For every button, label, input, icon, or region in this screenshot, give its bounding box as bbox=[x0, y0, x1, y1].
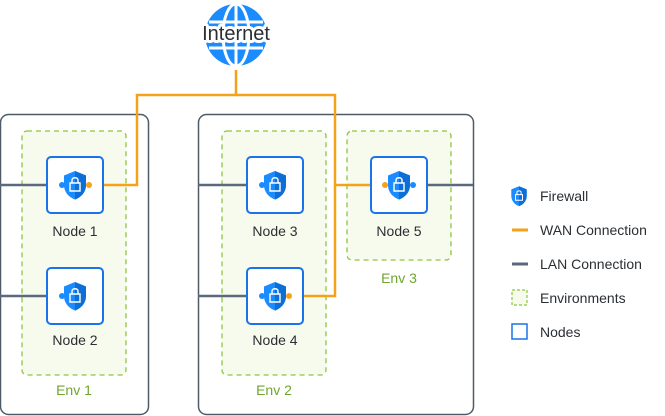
svg-text:WAN Connection: WAN Connection bbox=[540, 222, 647, 238]
node-label: Node 4 bbox=[252, 332, 297, 348]
legend: Firewall WAN Connection LAN Connection E… bbox=[510, 185, 647, 340]
node-5: Node 5 bbox=[370, 156, 428, 239]
internet-label: Internet bbox=[202, 23, 270, 45]
node-1: Node 1 bbox=[46, 156, 104, 239]
environment-label: Env 2 bbox=[256, 382, 292, 398]
svg-text:Environments: Environments bbox=[540, 290, 626, 306]
svg-text:Firewall: Firewall bbox=[540, 188, 588, 204]
legend-lan: LAN Connection bbox=[512, 256, 642, 272]
legend-firewall: Firewall bbox=[510, 185, 588, 207]
node-4: Node 4 bbox=[246, 267, 304, 348]
node-label: Node 3 bbox=[252, 223, 297, 239]
lan-connections bbox=[0, 183, 473, 298]
legend-wan: WAN Connection bbox=[512, 222, 647, 238]
node-label: Node 1 bbox=[52, 223, 97, 239]
firewall-shield-icon bbox=[510, 185, 528, 207]
svg-text:Nodes: Nodes bbox=[540, 324, 580, 340]
globe-icon bbox=[205, 2, 267, 68]
node-2: Node 2 bbox=[46, 267, 104, 348]
environment-label: Env 1 bbox=[56, 382, 92, 398]
node-3: Node 3 bbox=[246, 156, 304, 239]
node-label: Node 5 bbox=[376, 223, 421, 239]
legend-environments: Environments bbox=[511, 289, 626, 306]
node-label: Node 2 bbox=[52, 332, 97, 348]
svg-text:LAN Connection: LAN Connection bbox=[540, 256, 642, 272]
wan-connections bbox=[103, 70, 371, 298]
environment-label: Env 3 bbox=[381, 270, 417, 286]
legend-nodes: Nodes bbox=[511, 323, 580, 340]
